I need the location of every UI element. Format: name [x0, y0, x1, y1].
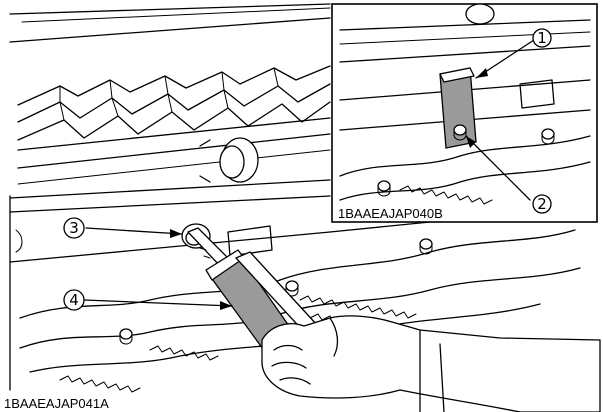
- callout-1: 1: [532, 28, 552, 48]
- callout-4: 4: [63, 289, 85, 311]
- main-figure-code: 1BAAEAJAP041A: [4, 396, 109, 411]
- bolt-icon: [419, 238, 433, 255]
- bolt-icon: [541, 128, 555, 145]
- callout-number: 3: [69, 219, 79, 237]
- inset-detail-view: [331, 3, 598, 223]
- callout-2: 2: [532, 194, 552, 214]
- callout-leaders: [83, 39, 535, 310]
- callout-number: 4: [69, 291, 79, 309]
- bolt-icon: [377, 180, 391, 197]
- bolt-icon: [119, 328, 133, 345]
- callout-number: 1: [537, 29, 547, 47]
- callout-3: 3: [63, 217, 85, 239]
- callout-number: 2: [537, 195, 547, 213]
- hand-drawing: [261, 315, 601, 412]
- inset-figure-code: 1BAAEAJAP040B: [338, 206, 443, 221]
